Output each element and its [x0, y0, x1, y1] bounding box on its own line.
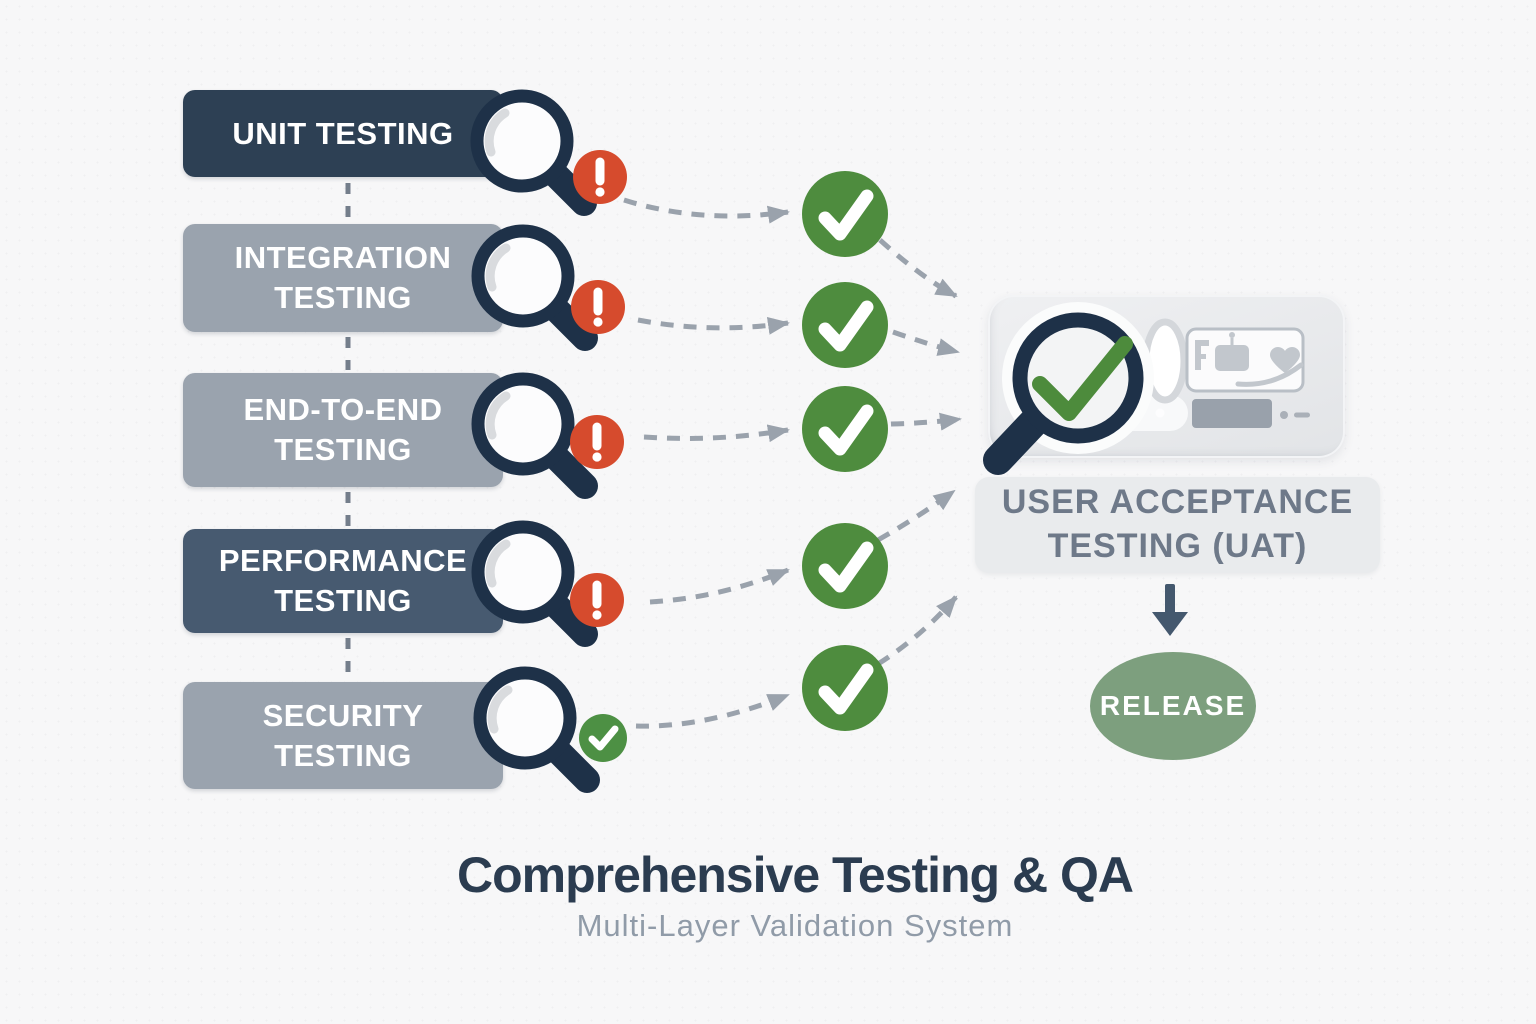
magnifier-icon: [471, 372, 598, 499]
diagram-title: Comprehensive Testing & QA: [457, 847, 1134, 903]
check-badge-icon: [579, 714, 627, 762]
stage-to-check-arrows: [623, 197, 790, 729]
check-circle: [802, 523, 888, 609]
alert-badge-icon: [570, 573, 624, 627]
magnifier-icon: [470, 89, 597, 216]
stage-label-line: PERFORMANCE: [218, 543, 468, 579]
magnifier-icon: [471, 224, 598, 351]
stage-label-line: END-TO-END: [243, 392, 443, 428]
stage-box-security-testing: SECURITY TESTING: [183, 682, 503, 789]
alert-badge-icon: [573, 150, 627, 204]
uat-label-box: USER ACCEPTANCE TESTING (UAT): [975, 477, 1380, 573]
stage-label-line: TESTING: [274, 583, 412, 618]
check-to-uat-arrows: [876, 238, 962, 667]
device-dash: [1294, 412, 1310, 418]
stage-label-line: INTEGRATION: [234, 240, 452, 276]
alert-badge-icon: [570, 415, 624, 469]
release-node: RELEASE: [1090, 652, 1256, 760]
swoosh-line: [1235, 362, 1304, 387]
stage-label-line: SECURITY: [262, 697, 424, 733]
stage-box-integration-testing: INTEGRATION TESTING: [183, 224, 503, 332]
stage-box-unit-testing: UNIT TESTING: [183, 90, 503, 177]
stage-label-line: TESTING: [274, 280, 412, 315]
down-arrow-icon: [1150, 584, 1190, 640]
stage-label-line: TESTING: [274, 737, 412, 773]
stage-label-line: UNIT TESTING: [232, 115, 454, 151]
alert-badge-icon: [571, 280, 625, 334]
stage-box-performance-testing: PERFORMANCE TESTING: [183, 529, 503, 633]
check-circle: [802, 171, 888, 257]
release-label: RELEASE: [1099, 690, 1247, 721]
magnifier-icon: [473, 666, 600, 793]
uat-label-line: TESTING (UAT): [1047, 527, 1308, 565]
tv-icon: [1215, 332, 1249, 371]
stage-label-line: TESTING: [274, 432, 412, 467]
diagram-subtitle: Multi-Layer Validation System: [576, 908, 1014, 943]
stage-box-end-to-end-testing: END-TO-END TESTING: [183, 373, 503, 487]
device-dot: [1155, 408, 1165, 418]
check-circle: [802, 282, 888, 368]
check-circle: [802, 645, 888, 731]
magnifier-icon: [471, 520, 598, 647]
uat-label-line: USER ACCEPTANCE: [1001, 483, 1354, 522]
check-circle: [802, 386, 888, 472]
letter-f-icon: [1195, 340, 1209, 370]
device-button: [1192, 399, 1272, 428]
screen-card-icons: [1195, 332, 1304, 387]
device-dot: [1280, 411, 1288, 419]
heart-icon: [1270, 347, 1300, 373]
uat-magnifier-check-icon: [983, 302, 1154, 475]
